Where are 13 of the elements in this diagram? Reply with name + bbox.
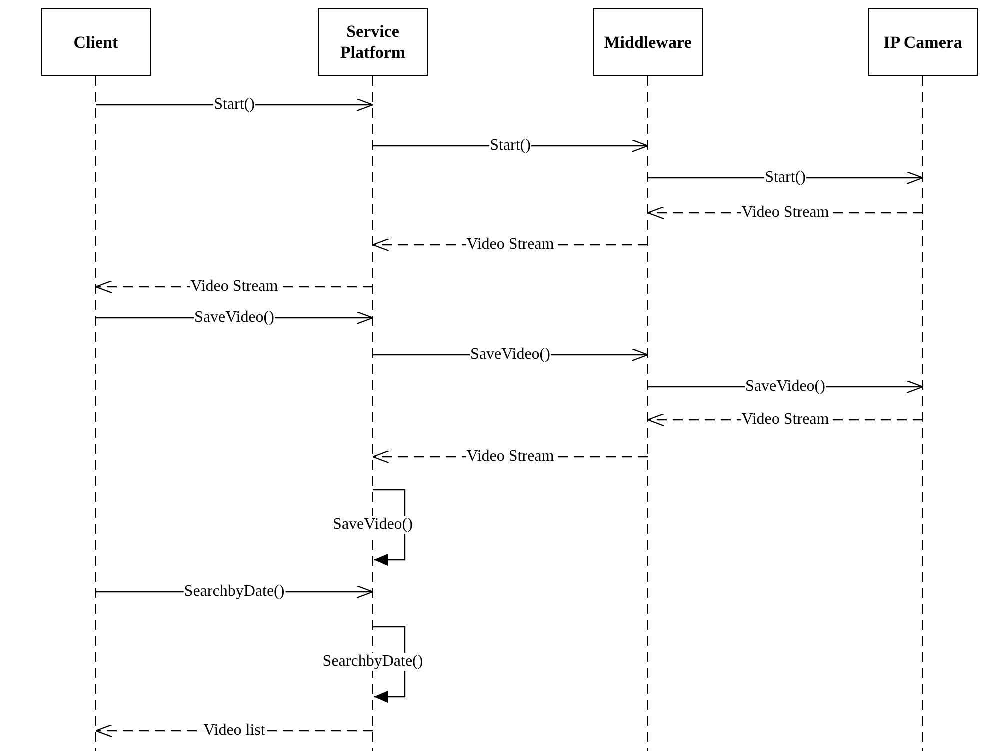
participant-name: IP Camera <box>884 32 962 52</box>
participant-name: Middleware <box>604 32 692 52</box>
message-label: Start() <box>764 169 807 187</box>
participant-name: Service Platform <box>339 21 407 63</box>
message-label: SaveVideo() <box>744 378 826 396</box>
message-label: SearchbyDate() <box>322 653 424 671</box>
participant-name: Client <box>74 32 118 52</box>
message-label: Start() <box>489 137 532 155</box>
message-label: SaveVideo() <box>332 516 414 534</box>
message-label: SaveVideo() <box>194 309 276 327</box>
message-label: SaveVideo() <box>470 346 552 364</box>
message-label: SearchbyDate() <box>183 583 286 601</box>
message-label: Start() <box>213 96 256 114</box>
